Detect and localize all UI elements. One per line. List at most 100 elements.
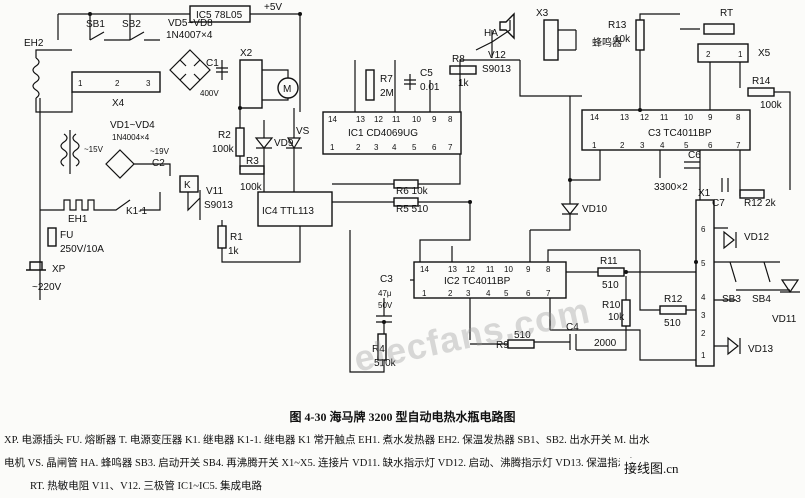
legend-line-1: XP. 电源插头 FU. 熔断器 T. 电源变压器 K1. 继电器 K1-1. … xyxy=(4,435,650,446)
svg-text:5: 5 xyxy=(701,259,706,268)
r14-label: R14 xyxy=(752,76,771,87)
r7-value: 2M xyxy=(380,88,394,99)
svg-text:1: 1 xyxy=(738,50,743,59)
legend-line-2: 电机 VS. 晶闸管 HA. 蜂鸣器 SB3. 启动开关 SB4. 再沸腾开关 … xyxy=(4,458,639,469)
ha-label: HA xyxy=(484,28,498,39)
fuse xyxy=(47,227,57,247)
eh1-wires xyxy=(39,98,161,300)
svg-text:12: 12 xyxy=(466,265,475,274)
circuit-diagram: IC5 78L05 +5V SB1 SB2 VD5~VD8 1N4007×4 1… xyxy=(24,2,800,373)
svg-text:2: 2 xyxy=(706,50,711,59)
svg-text:6: 6 xyxy=(708,141,713,150)
c3-label: C3 xyxy=(380,274,393,285)
v12-type: S9013 xyxy=(482,64,511,75)
r2-resistor xyxy=(235,127,245,157)
v12-label: V12 xyxy=(488,50,506,61)
r2-value: 100k xyxy=(212,144,235,155)
r12-value: 510 xyxy=(664,318,681,329)
r12-2k-label: R12 2k xyxy=(744,198,777,209)
v11-label: V11 xyxy=(206,186,223,197)
x3-label: X3 xyxy=(536,8,549,19)
vd13-label: VD13 xyxy=(748,344,773,355)
svg-text:2: 2 xyxy=(701,329,706,338)
c4-cap xyxy=(569,334,577,350)
r13-value: 10k xyxy=(614,34,631,45)
fu-label: FU xyxy=(60,230,73,241)
x1-label: X1 xyxy=(698,188,711,199)
svg-text:1: 1 xyxy=(701,351,706,360)
motor-label: M xyxy=(283,84,291,95)
r3-value: 100k xyxy=(240,182,263,193)
ic1-label: IC1 CD4069UG xyxy=(348,128,418,139)
vd1-part-label: 1N4004×4 xyxy=(112,133,150,142)
vd12-label: VD12 xyxy=(744,232,769,243)
r4-label: R4 xyxy=(372,344,385,355)
svg-text:7: 7 xyxy=(448,143,453,152)
svg-text:1: 1 xyxy=(78,79,83,88)
r7-label: R7 xyxy=(380,74,393,85)
ic4-label: IC4 TTL113 xyxy=(262,206,314,217)
x3-wires xyxy=(558,29,577,51)
eh1-heater xyxy=(58,199,100,211)
v11-type: S9013 xyxy=(204,200,233,211)
svg-text:5: 5 xyxy=(684,141,689,150)
svg-text:1: 1 xyxy=(422,289,427,298)
x4-label: X4 xyxy=(112,98,125,109)
vd1-bridge xyxy=(105,149,135,179)
vd12-led xyxy=(723,230,737,250)
v12-transistor xyxy=(475,20,511,58)
vd5-bridge xyxy=(169,49,211,91)
rt-thermistor xyxy=(703,23,735,35)
svg-text:3: 3 xyxy=(146,79,151,88)
r9-value: 510 xyxy=(514,330,531,341)
vplus-label: +5V xyxy=(264,2,282,13)
svg-text:9: 9 xyxy=(432,115,437,124)
svg-text:13: 13 xyxy=(620,113,629,122)
svg-text:4: 4 xyxy=(392,143,397,152)
svg-text:4: 4 xyxy=(701,293,706,302)
svg-text:6: 6 xyxy=(701,225,706,234)
sb-switches xyxy=(89,31,160,41)
r12-label: R12 xyxy=(664,294,683,305)
v15-label: ~15V xyxy=(84,145,104,154)
ic2-resistor-wires xyxy=(470,250,696,361)
motor-wires xyxy=(262,69,289,101)
top-rail xyxy=(57,13,300,40)
svg-text:6: 6 xyxy=(432,143,437,152)
r11-label: R11 xyxy=(600,256,618,267)
legend-line-3: RT. 热敏电阻 V11、V12. 三极管 IC1~IC5. 集成电路 xyxy=(30,481,262,492)
svg-text:14: 14 xyxy=(420,265,429,274)
r13-label: R13 xyxy=(608,20,627,31)
r5-label: R5 510 xyxy=(396,204,429,215)
relay-k-label: K xyxy=(184,180,191,191)
r6-label: R6 10k xyxy=(396,186,429,197)
svg-text:6: 6 xyxy=(526,289,531,298)
svg-text:8: 8 xyxy=(546,265,551,274)
eh2-wires xyxy=(35,49,73,113)
svg-text:2: 2 xyxy=(620,141,625,150)
v11-wires xyxy=(134,163,201,220)
vd1-label: VD1~VD4 xyxy=(110,120,155,131)
r4-wires xyxy=(349,230,414,373)
eh2-coil xyxy=(32,57,40,99)
ic5-label: IC5 78L05 xyxy=(196,10,243,21)
svg-text:10: 10 xyxy=(412,115,421,124)
eh1-label: EH1 xyxy=(68,214,88,225)
c1-cap xyxy=(216,60,228,80)
svg-text:2: 2 xyxy=(448,289,453,298)
svg-text:2: 2 xyxy=(115,79,120,88)
svg-text:3: 3 xyxy=(701,311,706,320)
eh2-label: EH2 xyxy=(24,38,44,49)
r7-resistor xyxy=(365,69,375,101)
svg-text:3: 3 xyxy=(374,143,379,152)
svg-text:12: 12 xyxy=(374,115,383,124)
c5-value: 0.01 xyxy=(420,82,440,93)
svg-text:10: 10 xyxy=(504,265,513,274)
svg-text:13: 13 xyxy=(448,265,457,274)
sb1-label: SB1 xyxy=(86,19,105,30)
svg-text:5: 5 xyxy=(504,289,509,298)
r9-label: R9 xyxy=(496,340,509,351)
svg-text:7: 7 xyxy=(546,289,551,298)
r10-value: 10k xyxy=(608,312,625,323)
